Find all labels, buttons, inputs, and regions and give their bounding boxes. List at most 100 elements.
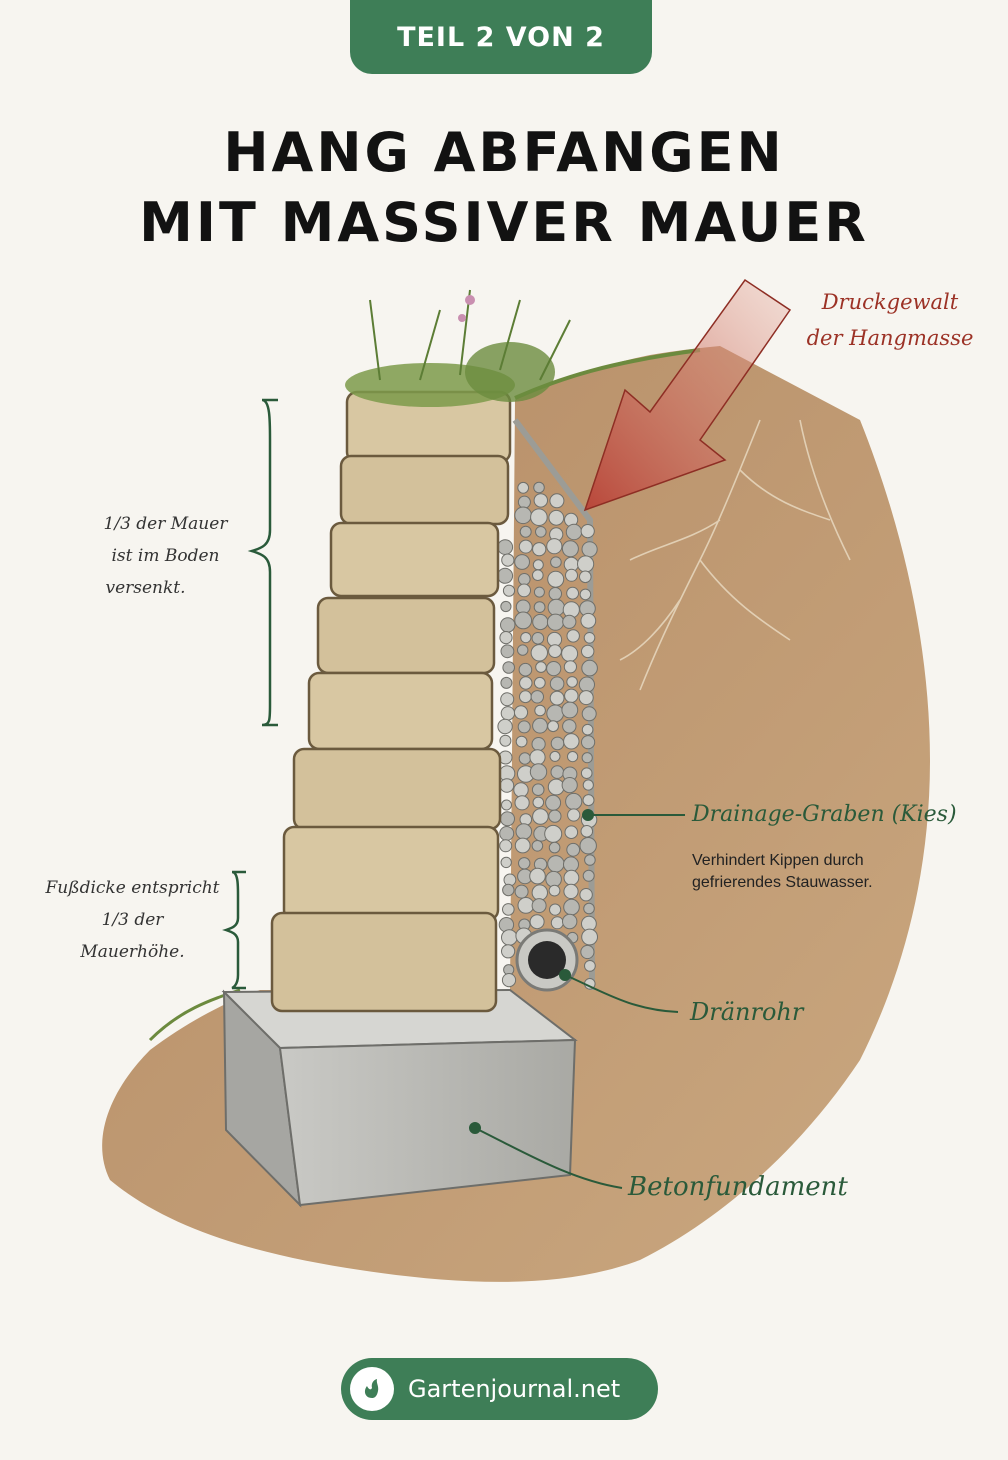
brace-footing (222, 870, 246, 990)
gravel-stone (584, 854, 596, 866)
gravel-stone (518, 573, 531, 586)
gravel-stone (563, 733, 580, 750)
gravel-stone (566, 586, 579, 600)
gravel-stone (502, 584, 516, 597)
gravel-stone (519, 690, 532, 704)
gravel-stone (562, 913, 578, 930)
gravel-stone (519, 676, 533, 690)
foundation-label: Betonfundament (628, 1172, 848, 1202)
gravel-stone (580, 767, 593, 780)
gravel-stone (564, 825, 579, 840)
gravel-stone (579, 570, 592, 584)
gravel-stone (544, 824, 563, 843)
gravel-stone (517, 495, 531, 509)
gravel-stone (529, 749, 546, 766)
gravel-stone (515, 735, 528, 748)
gravel-stone (519, 525, 532, 538)
gravel-stone (497, 718, 513, 735)
brand-footer[interactable]: Gartenjournal.net (341, 1358, 658, 1420)
gravel-stone (499, 839, 513, 853)
part-badge: TEIL 2 VON 2 (350, 0, 652, 74)
gravel-stone (563, 869, 580, 886)
gravel-stone (549, 903, 562, 916)
gravel-stone (517, 720, 531, 734)
buried-note-line-1: 1/3 der Mauer (103, 514, 228, 534)
gravel-stone (500, 706, 516, 721)
gravel-stone (502, 661, 516, 674)
gravel-stone (565, 568, 578, 582)
gravel-stone (514, 795, 530, 811)
gravel-stone (581, 735, 596, 750)
stone-block (329, 521, 500, 598)
gravel-stone (514, 554, 530, 570)
gravel-stone (517, 583, 531, 598)
gravel-stone (580, 524, 595, 539)
gravel-stone (529, 867, 546, 885)
gravel-stone (497, 539, 514, 555)
gravel-stone (529, 763, 548, 781)
plant-roots (619, 419, 851, 691)
gravel-stone (532, 717, 548, 734)
gravel-stone (530, 508, 548, 527)
gravel-stone (548, 509, 565, 526)
gravel-stone (531, 884, 548, 901)
gravel-stone (548, 884, 561, 897)
pipe-label: Dränrohr (690, 998, 804, 1026)
page-title-line-2: MIT MASSIVER MAUER (139, 191, 869, 254)
gravel-stone (563, 660, 578, 674)
gravel-stone (500, 676, 513, 689)
gravel-stone (533, 676, 546, 689)
concrete-foundation (221, 988, 578, 1208)
gravel-stone (515, 823, 533, 840)
gravel-stone (502, 903, 515, 916)
gravel-stone (580, 825, 594, 838)
gravel-stone (532, 808, 549, 825)
gravel-stone (565, 792, 583, 811)
gravel-stone (518, 857, 531, 870)
gravel-stone (550, 765, 565, 779)
force-arrow (583, 278, 792, 512)
gravel-stone (532, 613, 549, 631)
stone-block (316, 596, 496, 675)
gravel-stone (567, 808, 581, 822)
top-plants (345, 289, 571, 407)
gravel-stone (500, 600, 512, 613)
gravel-stone (561, 777, 578, 794)
buried-note-line-3: versenkt. (105, 578, 186, 598)
gravel-stone (550, 556, 562, 569)
gravel-stone (549, 676, 565, 692)
gravel-stone (501, 799, 512, 811)
gravel-stone (500, 811, 515, 827)
page-title-line-1: HANG ABFANGEN (223, 121, 785, 184)
gravel-stone (530, 690, 544, 704)
gravel-stone (584, 960, 596, 972)
gravel-stone (517, 644, 529, 656)
gravel-stone (567, 751, 579, 763)
gravel-stone (531, 898, 547, 914)
garden-leaf-icon (350, 1367, 394, 1411)
gravel-stone (581, 659, 598, 677)
gravel-stone (581, 723, 594, 736)
gravel-stone (513, 782, 529, 798)
brace-buried (247, 398, 278, 727)
force-label: Druckgewalt der Hangmasse (800, 284, 980, 356)
gravel-stone (582, 779, 594, 791)
gravel-stone (513, 705, 529, 720)
gravel-stone (546, 704, 565, 723)
gravel-stone (566, 842, 581, 857)
buried-note-line-2: ist im Boden (111, 546, 220, 566)
gravel-fill (497, 481, 598, 990)
gravel-stone (583, 632, 596, 644)
gravel-stone (581, 541, 598, 558)
gravel-stone (548, 809, 562, 823)
gravel-stone (579, 888, 593, 902)
gravel-stone (501, 929, 518, 946)
gravel-stone (532, 796, 545, 809)
gravel-stone (561, 701, 579, 719)
gravel-stone (501, 944, 516, 959)
gravel-stone (583, 902, 595, 915)
part-badge-label: TEIL 2 VON 2 (397, 21, 605, 53)
gravel-stone (547, 598, 565, 617)
gravel-stone (546, 613, 565, 631)
